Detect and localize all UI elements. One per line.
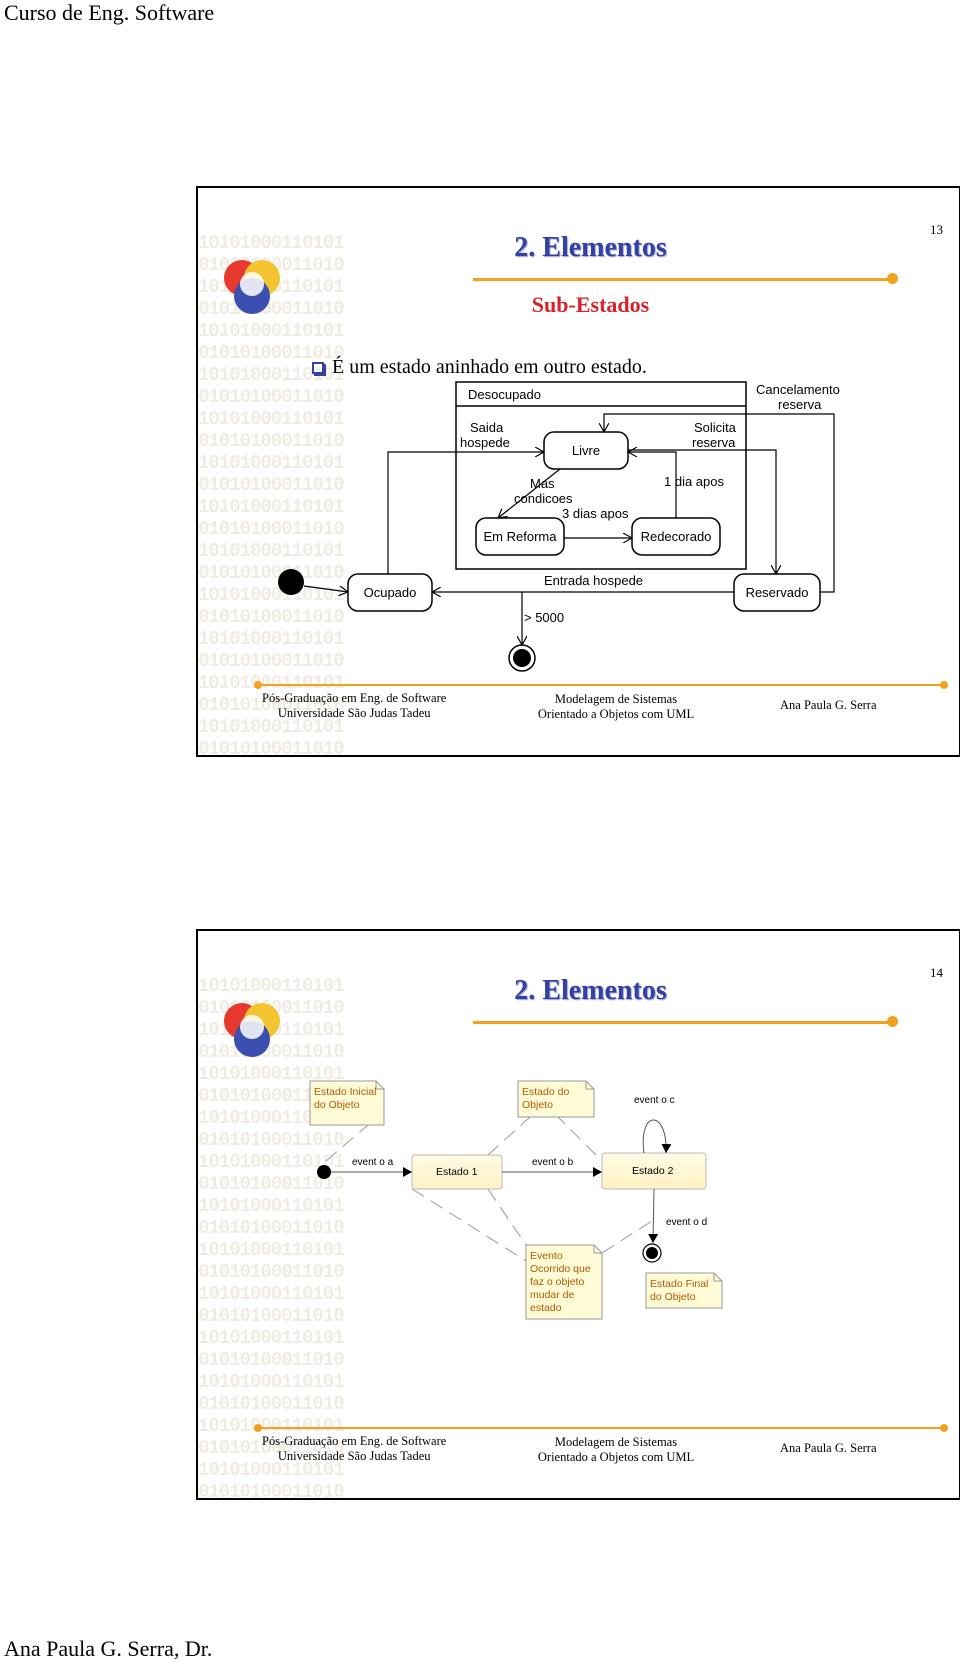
svg-text:Estado 2: Estado 2 [632,1165,674,1177]
page-footer: Ana Paula G. Serra, Dr. [4,1636,213,1661]
title-rule-dot [887,273,898,284]
bullet-text: É um estado aninhado em outro estado. [332,356,647,378]
bullet-item: É um estado aninhado em outro estado. [312,356,647,379]
svg-text:Livre: Livre [572,443,600,458]
svg-text:Estado Final: Estado Final [650,1278,708,1290]
footer-author: Ana Paula G. Serra [780,698,877,712]
footer-institution: Pós-Graduação em Eng. de Software Univer… [262,691,447,720]
note-estado-final: Estado Final do Objeto [645,1272,723,1309]
svg-text:Cancelamento: Cancelamento [756,382,840,397]
svg-text:Mas: Mas [530,476,555,491]
title-rule [473,1021,893,1024]
state-estado-2: Estado 2 [601,1152,707,1190]
course-logo-icon [224,260,280,314]
svg-text:condicoes: condicoes [514,491,573,506]
slide-number: 13 [930,222,943,237]
footer-rule-dot-left [254,1424,262,1432]
svg-text:Objeto: Objeto [522,1099,553,1111]
initial-state-icon [278,569,304,595]
svg-text:do Objeto: do Objeto [314,1099,360,1111]
svg-text:Estado do: Estado do [522,1086,569,1098]
svg-text:3 dias apos: 3 dias apos [562,506,629,521]
title-rule [473,278,893,281]
svg-text:event o a: event o a [352,1157,394,1168]
svg-text:faz o objeto: faz o objeto [530,1276,584,1288]
slide-title: 2. Elementos [514,975,667,1006]
svg-text:Em Reforma: Em Reforma [484,529,558,544]
footer-institution: Pós-Graduação em Eng. de Software Univer… [262,1434,447,1463]
page-header: Curso de Eng. Software [4,0,215,25]
svg-text:event o c: event o c [634,1095,675,1106]
state-estado-1: Estado 1 [411,1154,503,1190]
svg-text:estado: estado [530,1302,562,1314]
svg-text:Evento: Evento [530,1250,563,1262]
checkbox-bullet-icon [312,361,324,374]
footer-rule-dot-right [940,681,948,689]
initial-state-icon [317,1165,331,1179]
svg-text:do Objeto: do Objeto [650,1291,696,1303]
footer-author: Ana Paula G. Serra [780,1441,877,1455]
course-logo-icon [224,1003,280,1057]
svg-text:Saida: Saida [470,420,504,435]
svg-text:event o b: event o b [532,1157,574,1168]
svg-text:Estado 1: Estado 1 [436,1166,478,1178]
svg-text:Solicita: Solicita [694,420,737,435]
svg-text:Reservado: Reservado [746,585,809,600]
svg-text:reserva: reserva [692,435,736,450]
footer-course: Modelagem de Sistemas Orientado a Objeto… [537,1435,695,1464]
svg-text:Redecorado: Redecorado [641,529,712,544]
footer-rule [258,684,944,686]
svg-text:Ocorrido que: Ocorrido que [530,1263,591,1275]
svg-text:hospede: hospede [460,435,510,450]
note-estado-do-objeto: Estado do Objeto [517,1080,595,1118]
footer-rule [258,1427,944,1429]
svg-text:1 dia apos: 1 dia apos [664,474,724,489]
slide-subtitle: Sub-Estados [531,292,650,317]
svg-text:mudar de: mudar de [530,1289,575,1301]
slide-title: 2. Elementos [514,232,667,263]
footer-rule-dot-left [254,681,262,689]
svg-text:Estado Inicial: Estado Inicial [314,1086,376,1098]
state-diagram-elements: Estado Inicial do Objeto Estado do Objet… [309,1080,723,1320]
composite-state-label: Desocupado [468,387,541,402]
title-rule-dot [887,1016,898,1027]
svg-text:reserva: reserva [778,397,822,412]
slide-number: 14 [930,965,943,980]
footer-rule-dot-right [940,1424,948,1432]
svg-text:event o d: event o d [666,1217,707,1228]
note-estado-inicial: Estado Inicial do Objeto [309,1080,385,1126]
footer-course: Modelagem de Sistemas Orientado a Objeto… [537,692,695,721]
note-evento-ocorrido: Evento Ocorrido que faz o objeto mudar d… [525,1244,603,1320]
state-diagram-substates: Desocupado Livre Em Reforma Redecorado O… [278,381,840,672]
svg-text:Ocupado: Ocupado [364,585,417,600]
svg-text:Entrada hospede: Entrada hospede [544,573,643,588]
state-em-reforma [475,517,565,556]
svg-text:> 5000: > 5000 [524,610,564,625]
